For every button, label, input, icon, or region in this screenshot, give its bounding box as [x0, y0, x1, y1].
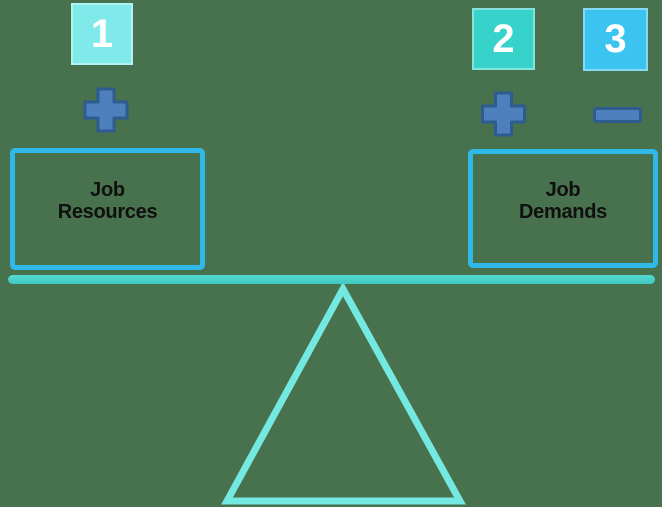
step-badge-3: 3: [583, 8, 648, 71]
minus-icon: [593, 107, 642, 123]
job-resources-label-line2: Resources: [57, 201, 158, 223]
job-resources-label-line1: Job: [90, 179, 125, 201]
job-resources-box: Job Resources: [10, 148, 205, 270]
job-demands-label: Job Demands: [519, 179, 607, 223]
plus-icon: [83, 87, 129, 133]
step-badge-2: 2: [472, 8, 535, 70]
job-demands-label-line1: Job: [545, 178, 581, 201]
job-demands-box: Job Demands: [468, 149, 658, 268]
job-demands-label-line2: Demands: [519, 200, 607, 223]
step-badge-1: 1: [71, 3, 133, 65]
fulcrum-triangle-shape: [221, 281, 466, 505]
plus-icon-shape: [481, 91, 526, 137]
minus-icon-shape: [593, 107, 642, 123]
job-resources-label: Job Resources: [58, 179, 158, 223]
plus-icon-shape: [83, 87, 129, 133]
balance-beam: [8, 275, 655, 284]
plus-icon: [481, 91, 526, 137]
